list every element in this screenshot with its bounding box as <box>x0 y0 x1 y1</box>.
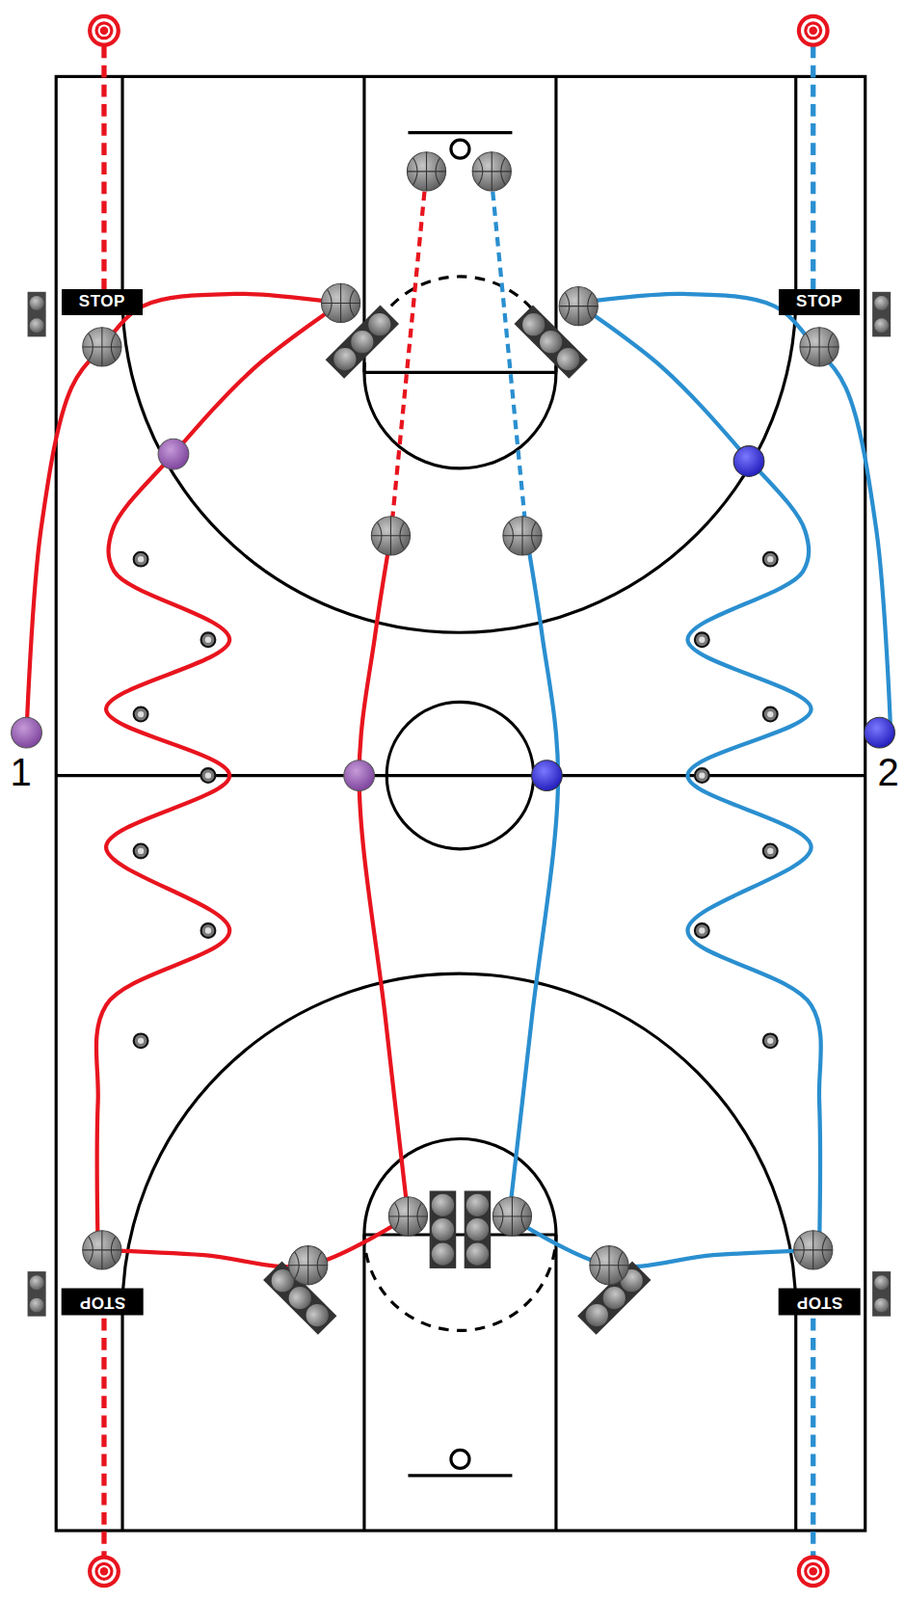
stop-sign: STOP <box>61 1288 144 1316</box>
player-number: 2 <box>877 752 899 792</box>
player-number: 1 <box>10 752 32 792</box>
stop-text: STOP <box>796 1292 843 1312</box>
stop-sign: STOP <box>778 1288 861 1316</box>
stop-text: STOP <box>79 1292 126 1312</box>
stop-sign: STOP <box>61 289 144 317</box>
stop-text: STOP <box>796 292 843 312</box>
run-path <box>96 302 342 1250</box>
run-path <box>98 1216 409 1267</box>
run-path <box>490 171 527 536</box>
run-path <box>26 293 342 733</box>
stop-text: STOP <box>79 292 126 312</box>
run-path <box>390 171 426 536</box>
run-path <box>508 535 559 1217</box>
stop-sign: STOP <box>778 289 861 317</box>
run-path <box>359 535 409 1217</box>
run-path <box>576 293 891 733</box>
run-path <box>576 302 822 1250</box>
run-path <box>508 1216 820 1267</box>
